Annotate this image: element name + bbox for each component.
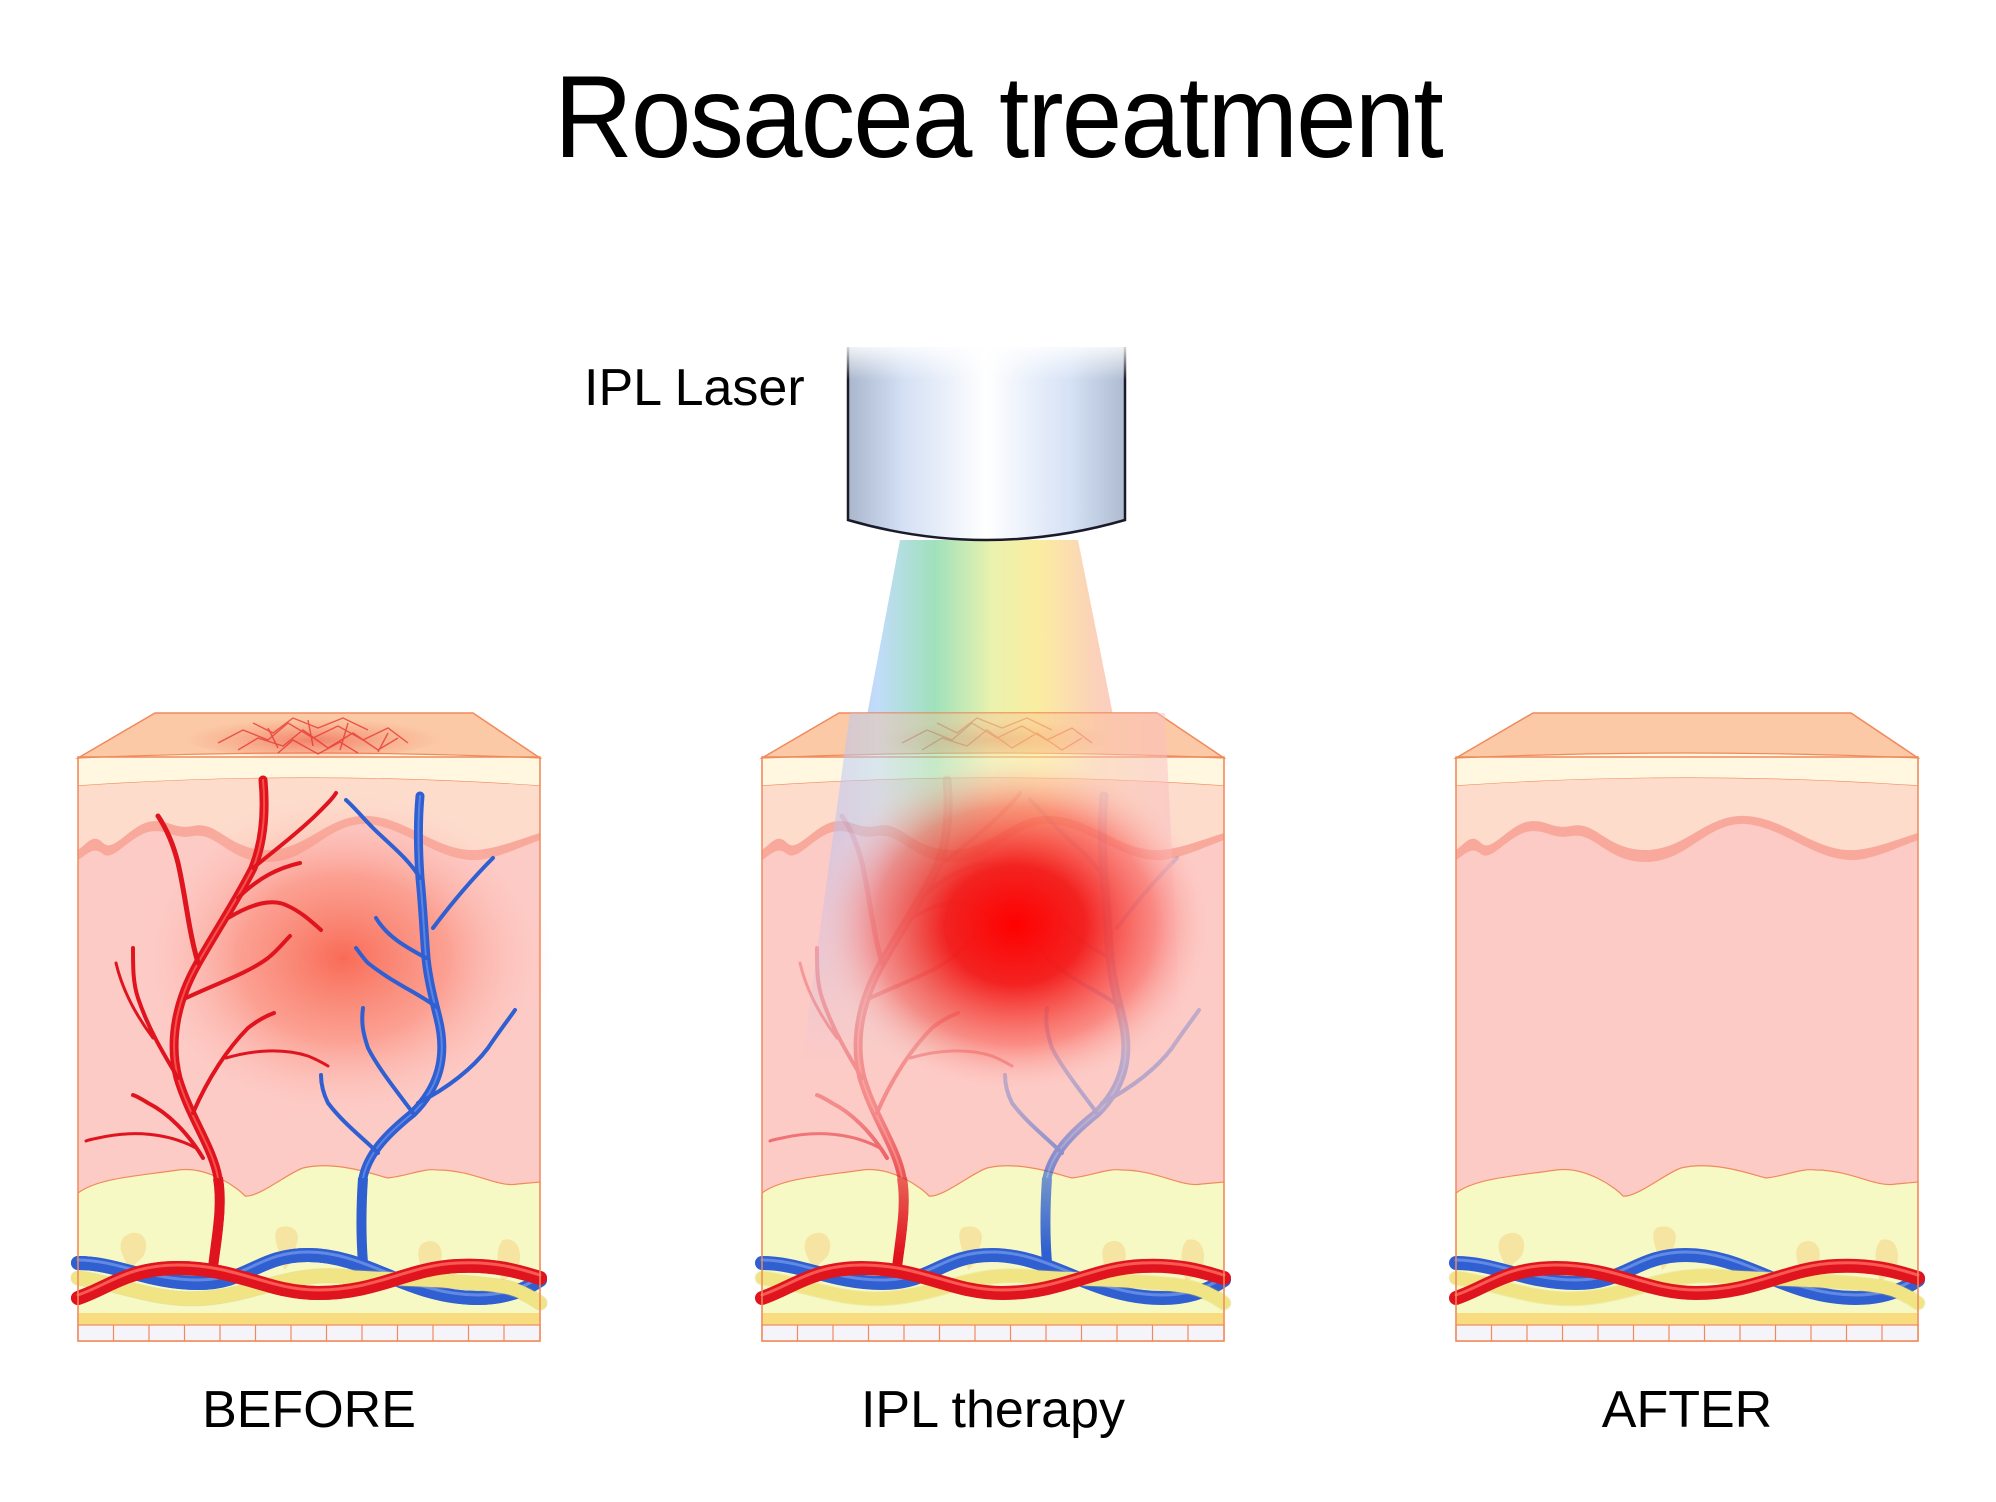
diagram-title: Rosacea treatment: [554, 51, 1444, 182]
skin-block-before: [78, 712, 553, 1342]
laser-label: IPL Laser: [584, 359, 805, 417]
skin-block-after: [1456, 712, 1918, 1342]
panel-label-before: BEFORE: [202, 1381, 416, 1439]
heat-spot: [815, 755, 1215, 1095]
panel-label-ipl-therapy: IPL therapy: [860, 1381, 1125, 1439]
panel-label-after: AFTER: [1601, 1381, 1773, 1439]
laser-handpiece-icon: [845, 340, 1129, 542]
